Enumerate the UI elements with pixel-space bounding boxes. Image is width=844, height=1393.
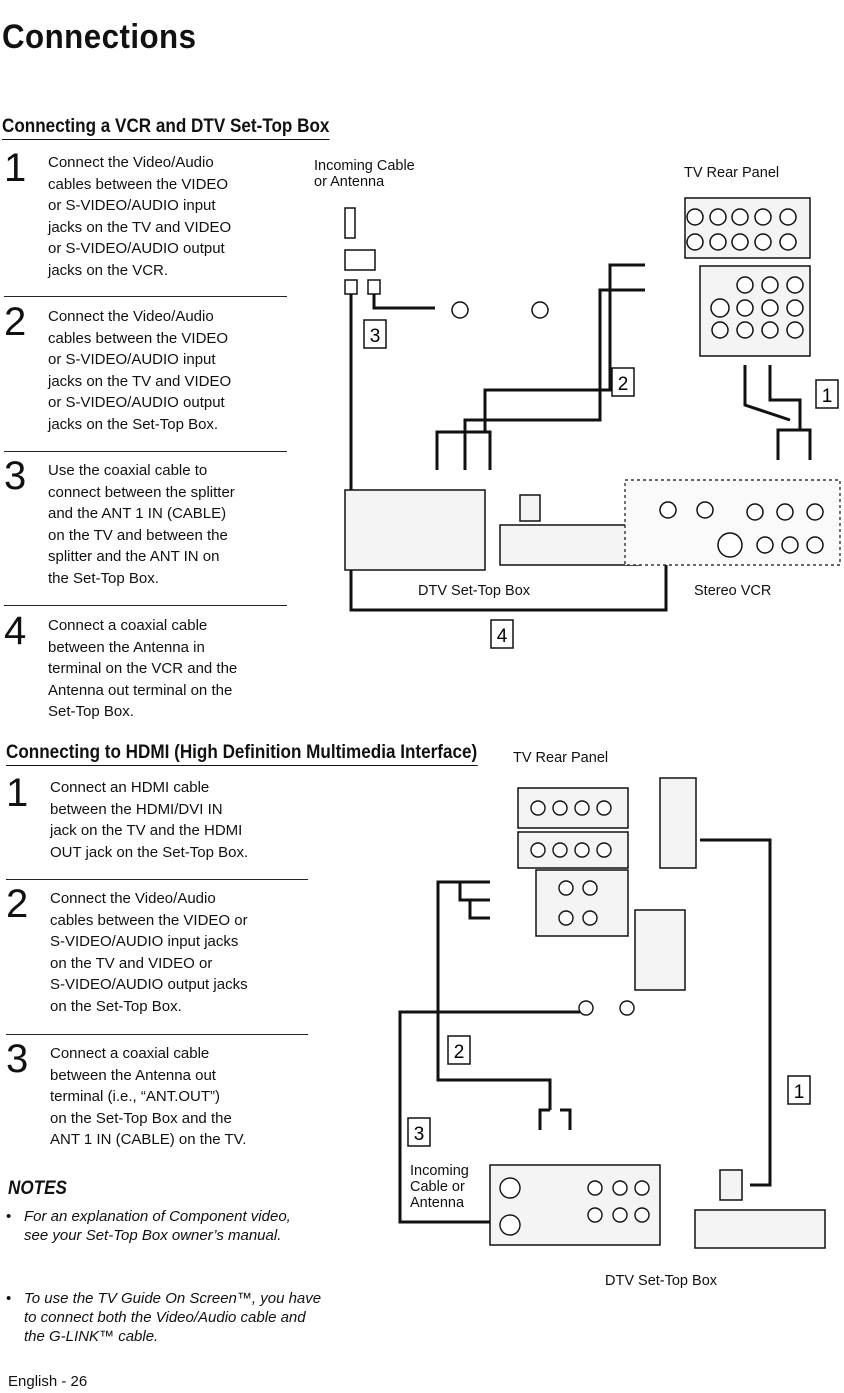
- callout-boxes: [363, 319, 839, 649]
- tv-rear-panel-label: TV Rear Panel: [684, 165, 780, 181]
- tv-rear-panel: [684, 197, 811, 357]
- hdmi-connection-diagram: 1 2 3: [398, 777, 826, 1249]
- divider: [6, 879, 308, 880]
- incoming-cable-label: Incoming Cable or Antenna: [314, 158, 415, 190]
- callout-4: 4: [497, 626, 508, 647]
- divider: [4, 296, 287, 297]
- av-cables-dtv: [435, 263, 645, 470]
- splitter: [344, 207, 381, 295]
- vcr-step-4: 4 Connect a coaxial cable between the An…: [4, 611, 299, 725]
- hdmi-incoming-label: Incoming Cable or Antenna: [410, 1163, 469, 1211]
- callout-2: 2: [618, 374, 629, 395]
- page-footer: English - 26: [8, 1373, 88, 1390]
- step-number: 1: [6, 771, 29, 815]
- callout-1: 1: [794, 1082, 805, 1103]
- hdmi-section-heading: Connecting to HDMI (High Definition Mult…: [6, 742, 478, 766]
- hdmi-dtv-label: DTV Set-Top Box: [605, 1273, 718, 1289]
- step-number: 2: [6, 882, 29, 926]
- step-text: Connect the Video/Audio cables between t…: [50, 890, 248, 1015]
- callout-3: 3: [370, 326, 381, 347]
- callout-boxes: [407, 1035, 811, 1147]
- step-text: Connect a coaxial cable between the Ante…: [50, 1045, 247, 1148]
- note-item: To use the TV Guide On Screen™, you have…: [2, 1289, 404, 1346]
- step-number: 3: [6, 1037, 29, 1081]
- hdmi-step-2: 2 Connect the Video/Audio cables between…: [6, 884, 301, 1018]
- callout-3: 3: [414, 1124, 425, 1145]
- hdmi-cable: [700, 838, 772, 1187]
- step-number: 3: [4, 454, 27, 498]
- note-item: For an explanation of Component video, s…: [2, 1207, 404, 1245]
- step-text: Connect an HDMI cable between the HDMI/D…: [50, 779, 249, 861]
- dtv-set-top-box-label: DTV Set-Top Box: [418, 583, 531, 599]
- divider: [6, 1034, 308, 1035]
- av-cables: [436, 880, 572, 1130]
- hdmi-tv-rear-panel-label: TV Rear Panel: [513, 750, 609, 766]
- vcr-section-heading: Connecting a VCR and DTV Set-Top Box: [2, 116, 330, 140]
- step-number: 2: [4, 300, 27, 344]
- coax-cable: [398, 1010, 580, 1224]
- stereo-vcr-label: Stereo VCR: [694, 583, 772, 599]
- vcr-step-1: 1 Connect the Video/Audio cables between…: [4, 148, 299, 282]
- notes-heading: NOTES: [8, 1178, 67, 1199]
- vcr-step-2: 2 Connect the Video/Audio cables between…: [4, 302, 299, 436]
- step-number: 4: [4, 609, 27, 653]
- callout-1: 1: [822, 386, 833, 407]
- step-text: Connect the Video/Audio cables between t…: [48, 308, 232, 433]
- hdmi-step-3: 3 Connect a coaxial cable between the An…: [6, 1039, 301, 1153]
- divider: [4, 605, 287, 606]
- page-title: Connections: [2, 18, 197, 56]
- vcr-step-3: 3 Use the coaxial cable to connect betwe…: [4, 456, 299, 590]
- callout-2: 2: [454, 1042, 465, 1063]
- vcr-connection-diagram: 3 2 1 4: [344, 197, 841, 649]
- ant-jacks: [451, 301, 549, 319]
- step-text: Connect the Video/Audio cables between t…: [48, 154, 232, 279]
- dtv-box: [489, 1164, 826, 1249]
- divider: [4, 451, 287, 452]
- hdmi-step-1: 1 Connect an HDMI cable between the HDMI…: [6, 773, 301, 877]
- step-text: Use the coaxial cable to connect between…: [48, 462, 235, 587]
- step-number: 1: [4, 146, 27, 190]
- av-cables-vcr: [743, 365, 812, 460]
- dtv-box: [344, 489, 641, 571]
- step-text: Connect a coaxial cable between the Ante…: [48, 617, 238, 720]
